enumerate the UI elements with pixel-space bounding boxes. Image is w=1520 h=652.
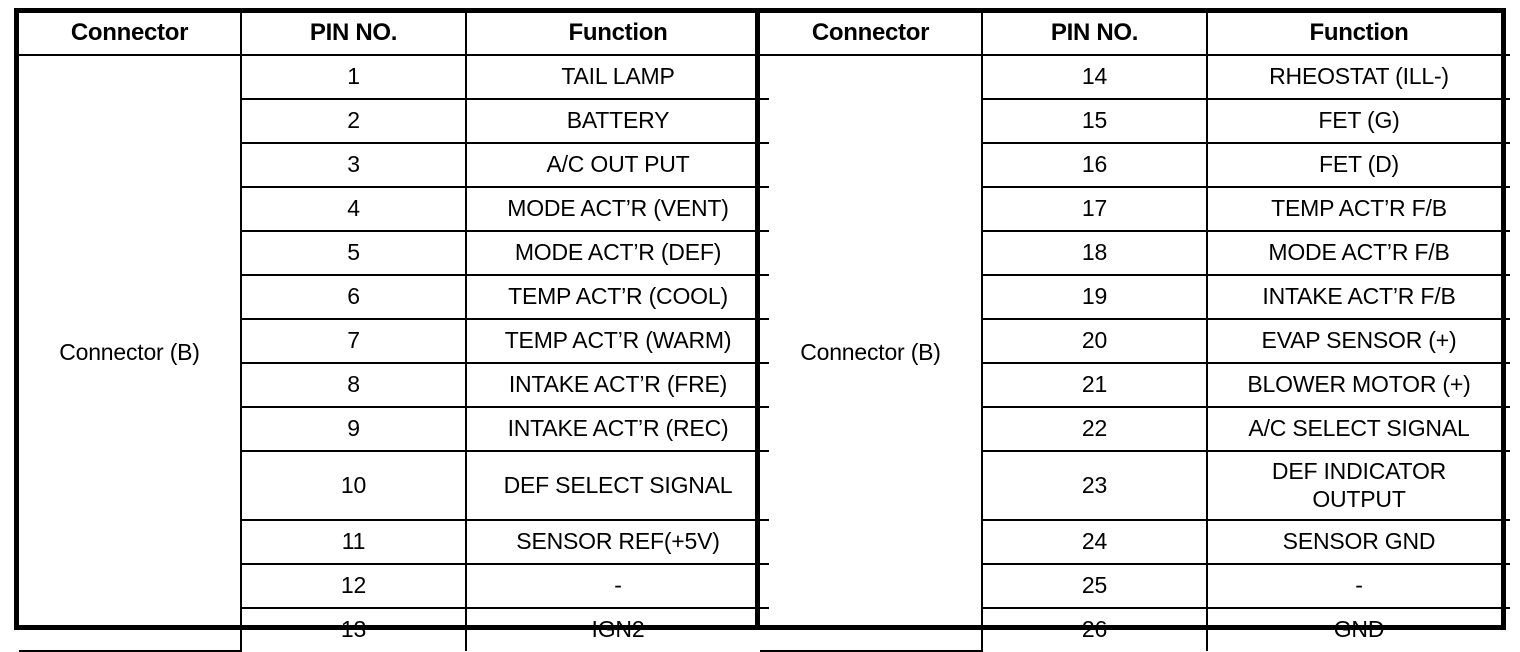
function-cell: EVAP SENSOR (+) [1206,318,1510,364]
function-cell: DEF SELECT SIGNAL [465,450,769,521]
pin-number-cell: 25 [982,563,1208,609]
right-table-panel: Connector PIN NO. Function Connector (B)… [760,13,1510,652]
function-text-line-1: DEF INDICATOR [1271,457,1447,484]
pin-number-cell: 13 [241,607,467,651]
table-row: 6 TEMP ACT’R (COOL) [19,274,769,320]
table-row: Connector (B) 1 TAIL LAMP [19,54,769,652]
table-row: 16 FET (D) [760,142,1510,188]
function-cell: MODE ACT’R (DEF) [465,230,769,276]
function-cell: IGN2 [465,607,769,651]
pin-number-cell: 7 [241,318,467,364]
pin-number-cell: 20 [982,318,1208,364]
table-row: 3 A/C OUT PUT [19,142,769,188]
connector-pinout-page: Connector PIN NO. Function Connector (B)… [14,8,1510,652]
pin-number-cell: 22 [982,406,1208,452]
pin-number-cell: 6 [241,274,467,320]
function-cell: FET (G) [1206,98,1510,144]
function-cell: A/C OUT PUT [465,142,769,188]
function-cell: DEF INDICATOR OUTPUT [1206,450,1510,521]
table-row: 21 BLOWER MOTOR (+) [760,362,1510,408]
table-row: 4 MODE ACT’R (VENT) [19,186,769,232]
pin-number-cell: 16 [982,142,1208,188]
connector-merged-cell-left: Connector (B) [19,54,242,652]
function-cell: INTAKE ACT’R F/B [1206,274,1510,320]
table-row: 12 - [19,563,769,609]
function-cell: TEMP ACT’R (WARM) [465,318,769,364]
column-header-pin-no: PIN NO. [240,13,467,56]
function-cell: FET (D) [1206,142,1510,188]
table-header-row: Connector PIN NO. Function [760,13,1510,56]
left-pin-table: Connector PIN NO. Function Connector (B)… [19,13,769,652]
function-cell: RHEOSTAT (ILL-) [1206,54,1510,100]
left-table-panel: Connector PIN NO. Function Connector (B)… [19,13,769,652]
pinout-tables-container: Connector PIN NO. Function Connector (B)… [14,8,1510,652]
pin-number-cell: 24 [982,519,1208,565]
table-row: 15 FET (G) [760,98,1510,144]
function-cell: INTAKE ACT’R (REC) [465,406,769,452]
column-header-function: Function [465,13,769,56]
pin-number-cell: 15 [982,98,1208,144]
function-cell: A/C SELECT SIGNAL [1206,406,1510,452]
table-row: 5 MODE ACT’R (DEF) [19,230,769,276]
function-cell: TEMP ACT’R F/B [1206,186,1510,232]
pin-number-cell: 9 [241,406,467,452]
function-cell: SENSOR REF(+5V) [465,519,769,565]
pin-number-cell: 17 [982,186,1208,232]
function-cell: - [1206,563,1510,609]
pin-number-cell: 5 [241,230,467,276]
table-header-row: Connector PIN NO. Function [19,13,769,56]
pin-number-cell: 10 [241,450,467,521]
pin-number-cell: 14 [981,54,1208,100]
pin-number-cell: 4 [241,186,467,232]
function-cell: - [465,563,769,609]
function-cell: MODE ACT’R F/B [1206,230,1510,276]
table-row: 9 INTAKE ACT’R (REC) [19,406,769,452]
pin-number-cell: 19 [982,274,1208,320]
connector-merged-cell-right: Connector (B) [760,54,983,652]
column-header-connector: Connector [19,13,242,56]
table-row: 7 TEMP ACT’R (WARM) [19,318,769,364]
pin-number-cell: 2 [241,98,467,144]
function-cell: BATTERY [465,98,769,144]
function-cell: GND [1206,607,1510,651]
table-row: 2 BATTERY [19,98,769,144]
function-cell: BLOWER MOTOR (+) [1206,362,1510,408]
table-row: 19 INTAKE ACT’R F/B [760,274,1510,320]
column-header-connector: Connector [760,13,983,56]
table-row: 17 TEMP ACT’R F/B [760,186,1510,232]
function-cell: TEMP ACT’R (COOL) [465,274,769,320]
column-header-pin-no: PIN NO. [981,13,1208,56]
pin-number-cell: 3 [241,142,467,188]
table-row: 24 SENSOR GND [760,519,1510,565]
pin-number-cell: 18 [982,230,1208,276]
pin-number-cell: 23 [982,450,1208,521]
table-row: 20 EVAP SENSOR (+) [760,318,1510,364]
pin-number-cell: 1 [240,54,467,100]
pin-number-cell: 26 [982,607,1208,651]
pin-number-cell: 12 [241,563,467,609]
function-text-line-2: OUTPUT [1312,485,1406,512]
table-row: 22 A/C SELECT SIGNAL [760,406,1510,452]
pin-number-cell: 8 [241,362,467,408]
function-cell: SENSOR GND [1206,519,1510,565]
table-row: 8 INTAKE ACT’R (FRE) [19,362,769,408]
pin-number-cell: 21 [982,362,1208,408]
table-row: 18 MODE ACT’R F/B [760,230,1510,276]
table-row: 25 - [760,563,1510,609]
function-cell: MODE ACT’R (VENT) [465,186,769,232]
function-cell: INTAKE ACT’R (FRE) [465,362,769,408]
table-row: Connector (B) 14 RHEOSTAT (ILL-) [760,54,1510,652]
column-header-function: Function [1206,13,1510,56]
table-row: 23 DEF INDICATOR OUTPUT [760,450,1510,521]
function-cell: TAIL LAMP [465,54,769,100]
right-pin-table: Connector PIN NO. Function Connector (B)… [760,13,1510,652]
table-row: 10 DEF SELECT SIGNAL [19,450,769,521]
pin-number-cell: 11 [241,519,467,565]
table-row: 11 SENSOR REF(+5V) [19,519,769,565]
